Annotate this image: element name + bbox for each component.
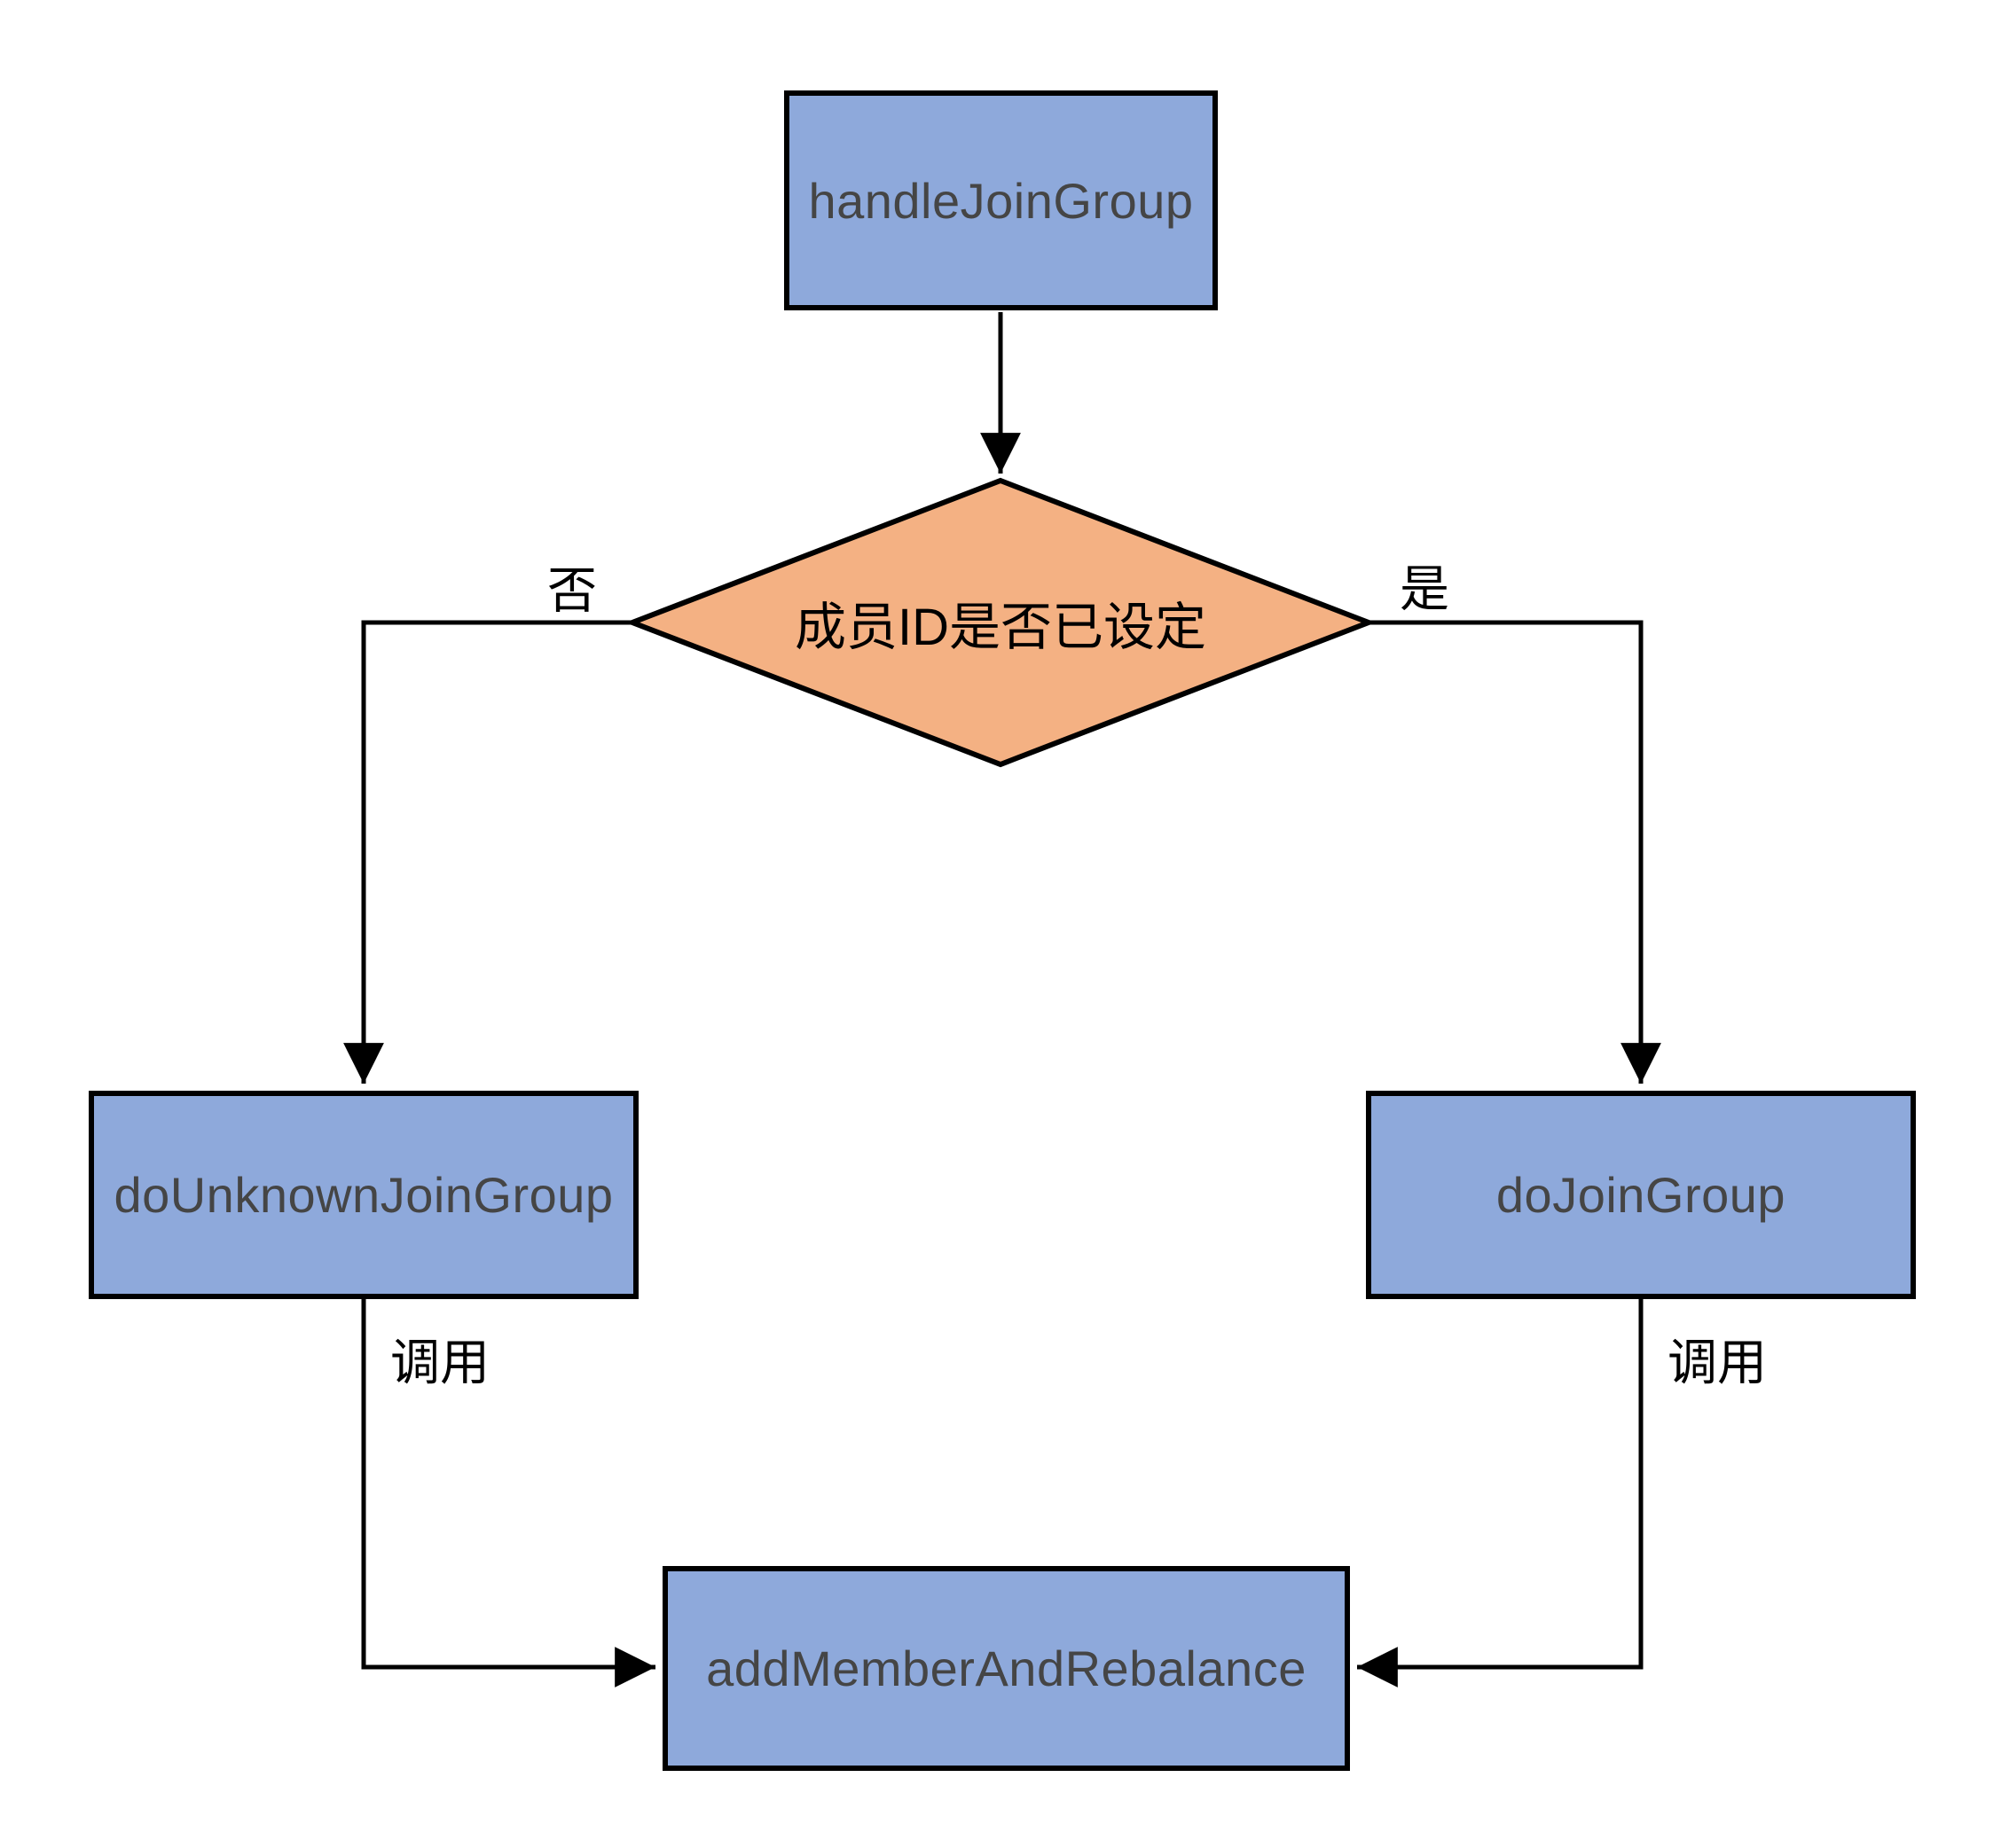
edge-label-call-left: 调用	[390, 1335, 490, 1390]
node-do-unknown-join-group: doUnknownJoinGroup	[89, 1091, 639, 1299]
node-do-join-group: doJoinGroup	[1366, 1091, 1916, 1299]
edge-dounknown-to-addmember	[361, 1299, 655, 1687]
edge-label-no: 否	[547, 562, 597, 619]
edge-label-call-right: 调用	[1668, 1335, 1767, 1390]
edge-dojoin-to-addmember	[1357, 1299, 1644, 1687]
edge-decision-to-dojoin	[1369, 620, 1661, 1084]
node-do-unknown-join-group-label: doUnknownJoinGroup	[114, 1167, 614, 1223]
decision-diamond-shape	[624, 477, 1377, 768]
node-add-member-and-rebalance: addMemberAndRebalance	[663, 1566, 1350, 1771]
edge-decision-to-dounknown	[343, 620, 632, 1084]
node-add-member-and-rebalance-label: addMemberAndRebalance	[706, 1640, 1307, 1696]
edge-label-yes: 是	[1400, 560, 1449, 617]
node-handle-join-group-label: handleJoinGroup	[808, 172, 1194, 229]
node-handle-join-group: handleJoinGroup	[784, 90, 1218, 310]
node-do-join-group-label: doJoinGroup	[1495, 1167, 1786, 1223]
